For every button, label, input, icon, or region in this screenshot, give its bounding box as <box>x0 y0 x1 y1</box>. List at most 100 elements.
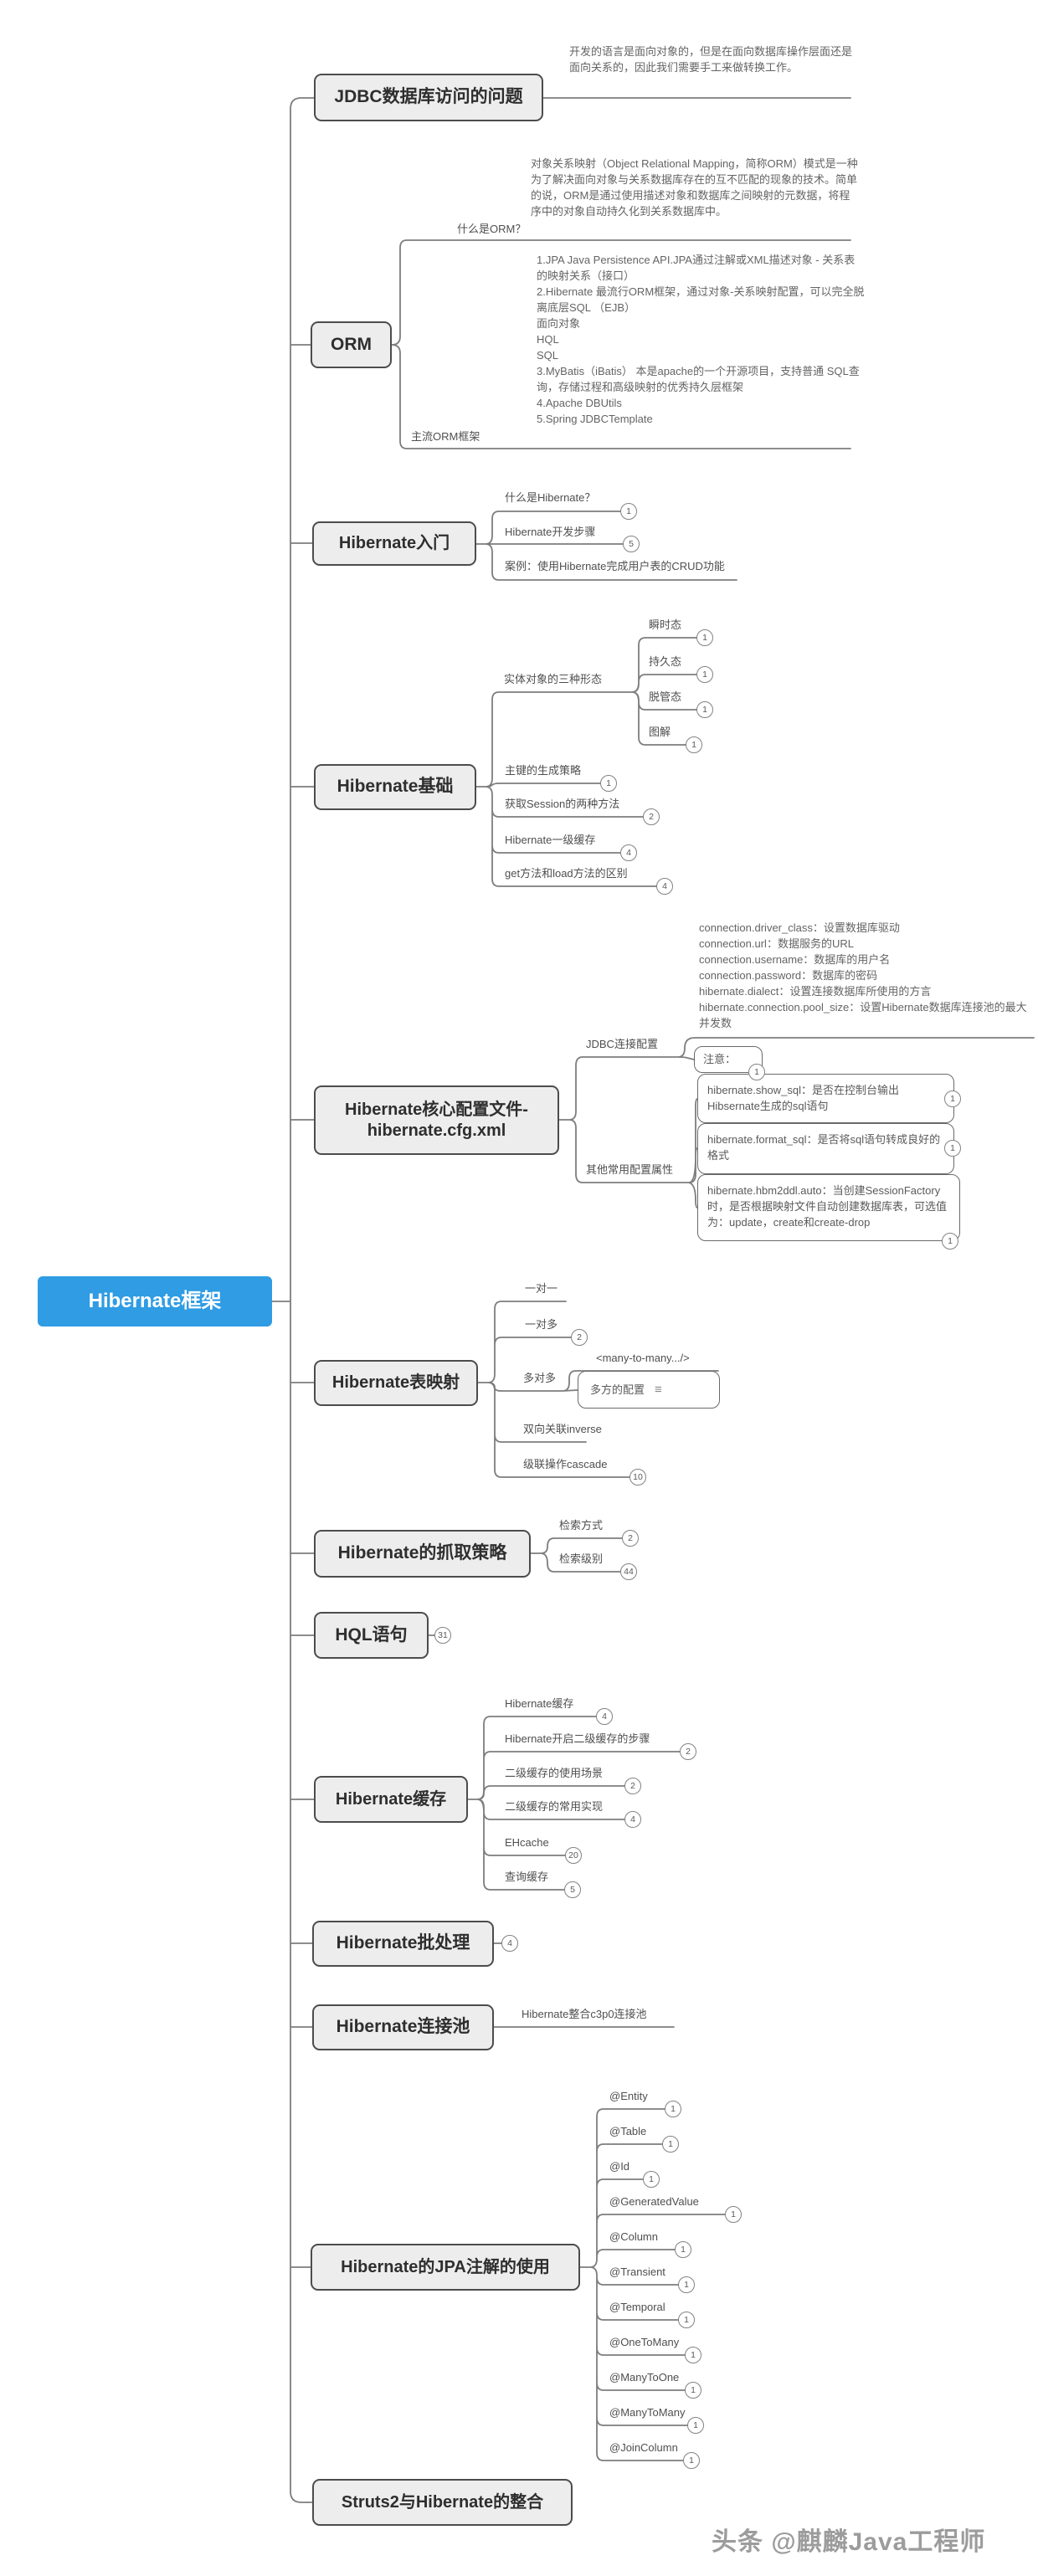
branch-label[interactable]: JDBC连接配置 <box>586 1038 658 1050</box>
leaf-label[interactable]: 查询缓存 <box>505 1870 549 1883</box>
count-badge[interactable]: 1 <box>685 2382 701 2399</box>
count-badge[interactable]: 1 <box>678 2276 695 2293</box>
leaf-label[interactable]: 双向关联inverse <box>523 1423 602 1435</box>
count-badge[interactable]: 1 <box>678 2312 695 2328</box>
count-badge[interactable]: 2 <box>624 1778 641 1794</box>
topic-node-basics[interactable]: Hibernate基础 <box>314 764 476 810</box>
count-badge[interactable]: 1 <box>696 629 713 646</box>
leaf-label[interactable]: @ManyToMany <box>609 2406 686 2419</box>
leaf-label[interactable]: Hibernate缓存 <box>505 1697 574 1710</box>
leaf-label[interactable]: @Temporal <box>609 2301 665 2313</box>
leaf-label[interactable]: @OneToMany <box>609 2336 680 2348</box>
count-badge[interactable]: 10 <box>629 1469 646 1486</box>
count-badge[interactable]: 1 <box>944 1090 961 1107</box>
leaf-label[interactable]: @ManyToOne <box>609 2371 680 2384</box>
count-badge[interactable]: 1 <box>675 2241 691 2258</box>
count-badge[interactable]: 1 <box>686 736 702 753</box>
leaf-label[interactable]: @Entity <box>609 2090 648 2102</box>
count-badge[interactable]: 5 <box>623 536 640 552</box>
leaf-label[interactable]: @Table <box>609 2125 647 2137</box>
count-badge[interactable]: 1 <box>643 2171 660 2188</box>
count-badge[interactable]: 2 <box>571 1329 588 1346</box>
count-badge[interactable]: 1 <box>662 2136 679 2153</box>
count-badge[interactable]: 20 <box>565 1847 582 1864</box>
topic-node-orm[interactable]: ORM <box>311 321 392 368</box>
leaf-label[interactable]: 持久态 <box>649 655 682 668</box>
count-badge[interactable]: 2 <box>622 1530 639 1547</box>
leaf-label[interactable]: @Transient <box>609 2266 665 2278</box>
topic-node-struts[interactable]: Struts2与Hibernate的整合 <box>312 2479 573 2526</box>
leaf-label[interactable]: @JoinColumn <box>609 2441 678 2454</box>
leaf-label[interactable]: 二级缓存的常用实现 <box>505 1800 604 1813</box>
leaf-label[interactable]: 主键的生成策略 <box>505 764 582 777</box>
count-badge[interactable]: 1 <box>696 701 713 718</box>
count-badge[interactable]: 1 <box>687 2417 704 2434</box>
leaf-label[interactable]: Hibernate一级缓存 <box>505 834 596 846</box>
leaf-label[interactable]: get方法和load方法的区别 <box>505 867 628 880</box>
leaf-label[interactable]: 二级缓存的使用场景 <box>505 1767 604 1779</box>
count-badge[interactable]: 1 <box>620 503 637 520</box>
config-note-box[interactable]: hibernate.show_sql：是否在控制台输出Hibsernate生成的… <box>697 1074 954 1123</box>
topic-node-config[interactable]: Hibernate核心配置文件- hibernate.cfg.xml <box>314 1085 559 1155</box>
topic-node-mapping[interactable]: Hibernate表映射 <box>314 1360 478 1406</box>
count-badge[interactable]: 5 <box>564 1881 581 1898</box>
topic-node-batch[interactable]: Hibernate批处理 <box>312 1921 494 1967</box>
jdbc-conn-note: connection.driver_class：设置数据库驱动 connecti… <box>699 921 1027 1029</box>
leaf-label[interactable]: Hibernate开发步骤 <box>505 526 596 538</box>
topic-node-jpa[interactable]: Hibernate的JPA注解的使用 <box>311 2244 580 2291</box>
leaf-label[interactable]: 获取Session的两种方法 <box>505 798 620 810</box>
count-badge[interactable]: 4 <box>656 878 673 895</box>
config-note-box[interactable]: hibernate.hbm2ddl.auto：当创建SessionFactory… <box>697 1174 960 1241</box>
root-node-hibernate[interactable]: Hibernate框架 <box>38 1276 272 1326</box>
leaf-label[interactable]: 什么是Hibernate？ <box>505 491 596 504</box>
count-badge[interactable]: 1 <box>685 2347 701 2363</box>
count-badge[interactable]: 4 <box>624 1811 641 1828</box>
many-side-config-box[interactable]: 多方的配置 ≡ <box>578 1371 720 1409</box>
count-badge[interactable]: 44 <box>620 1563 637 1580</box>
leaf-label[interactable]: 多对多 <box>523 1372 557 1384</box>
leaf-label[interactable]: 检索方式 <box>559 1519 604 1532</box>
count-badge[interactable]: 1 <box>696 666 713 683</box>
count-badge[interactable]: 4 <box>596 1708 613 1725</box>
topic-node-jdbc[interactable]: JDBC数据库访问的问题 <box>314 74 543 121</box>
leaf-label[interactable]: @Id <box>609 2160 630 2173</box>
jdbc-note: 开发的语言是面向对象的，但是在面向数据库操作层面还是面向关系的，因此我们需要手工… <box>569 45 853 74</box>
leaf-label[interactable]: @GeneratedValue <box>609 2195 699 2208</box>
leaf-label[interactable]: 一对一 <box>525 1282 558 1295</box>
count-badge[interactable]: 1 <box>600 775 617 792</box>
branch-label[interactable]: 其他常用配置属性 <box>586 1163 674 1176</box>
count-badge[interactable]: 2 <box>680 1743 696 1760</box>
topic-node-fetch[interactable]: Hibernate的抓取策略 <box>314 1530 531 1578</box>
many-to-many-tag-label[interactable]: <many-to-many.../> <box>596 1352 690 1364</box>
config-note-box[interactable]: hibernate.format_sql：是否将sql语句转成良好的格式 <box>697 1123 954 1174</box>
many-side-config-label: 多方的配置 <box>590 1383 645 1396</box>
leaf-label[interactable]: 脱管态 <box>649 690 682 703</box>
count-badge[interactable]: 2 <box>643 808 660 825</box>
topic-node-pool[interactable]: Hibernate连接池 <box>312 2004 494 2050</box>
branch-label[interactable]: 实体对象的三种形态 <box>504 673 603 685</box>
leaf-label[interactable]: 检索级别 <box>559 1552 604 1565</box>
topic-node-intro[interactable]: Hibernate入门 <box>312 521 476 566</box>
count-badge[interactable]: 31 <box>434 1627 451 1644</box>
count-badge[interactable]: 1 <box>942 1233 958 1250</box>
count-badge[interactable]: 4 <box>501 1935 518 1952</box>
count-badge[interactable]: 1 <box>683 2452 700 2469</box>
topic-node-hql[interactable]: HQL语句 <box>314 1612 429 1659</box>
count-badge[interactable]: 4 <box>620 844 637 861</box>
orm-frameworks-label[interactable]: 主流ORM框架 <box>411 430 480 443</box>
leaf-label[interactable]: 级联操作cascade <box>523 1458 608 1470</box>
count-badge[interactable]: 1 <box>665 2101 681 2117</box>
topic-node-cache[interactable]: Hibernate缓存 <box>314 1776 468 1823</box>
leaf-label[interactable]: 图解 <box>649 726 671 738</box>
leaf-label[interactable]: Hibernate开启二级缓存的步骤 <box>505 1732 650 1745</box>
leaf-label[interactable]: 瞬时态 <box>649 618 682 631</box>
leaf-label[interactable]: 案例：使用Hibernate完成用户表的CRUD功能 <box>505 560 725 572</box>
leaf-label[interactable]: @Column <box>609 2230 658 2243</box>
count-badge[interactable]: 1 <box>748 1064 765 1080</box>
leaf-label[interactable]: 一对多 <box>525 1318 558 1331</box>
leaf-label[interactable]: Hibernate整合c3p0连接池 <box>522 2008 647 2020</box>
count-badge[interactable]: 1 <box>725 2206 742 2223</box>
leaf-label[interactable]: EHcache <box>505 1836 549 1849</box>
orm-what-label[interactable]: 什么是ORM？ <box>457 223 527 235</box>
count-badge[interactable]: 1 <box>944 1140 961 1157</box>
